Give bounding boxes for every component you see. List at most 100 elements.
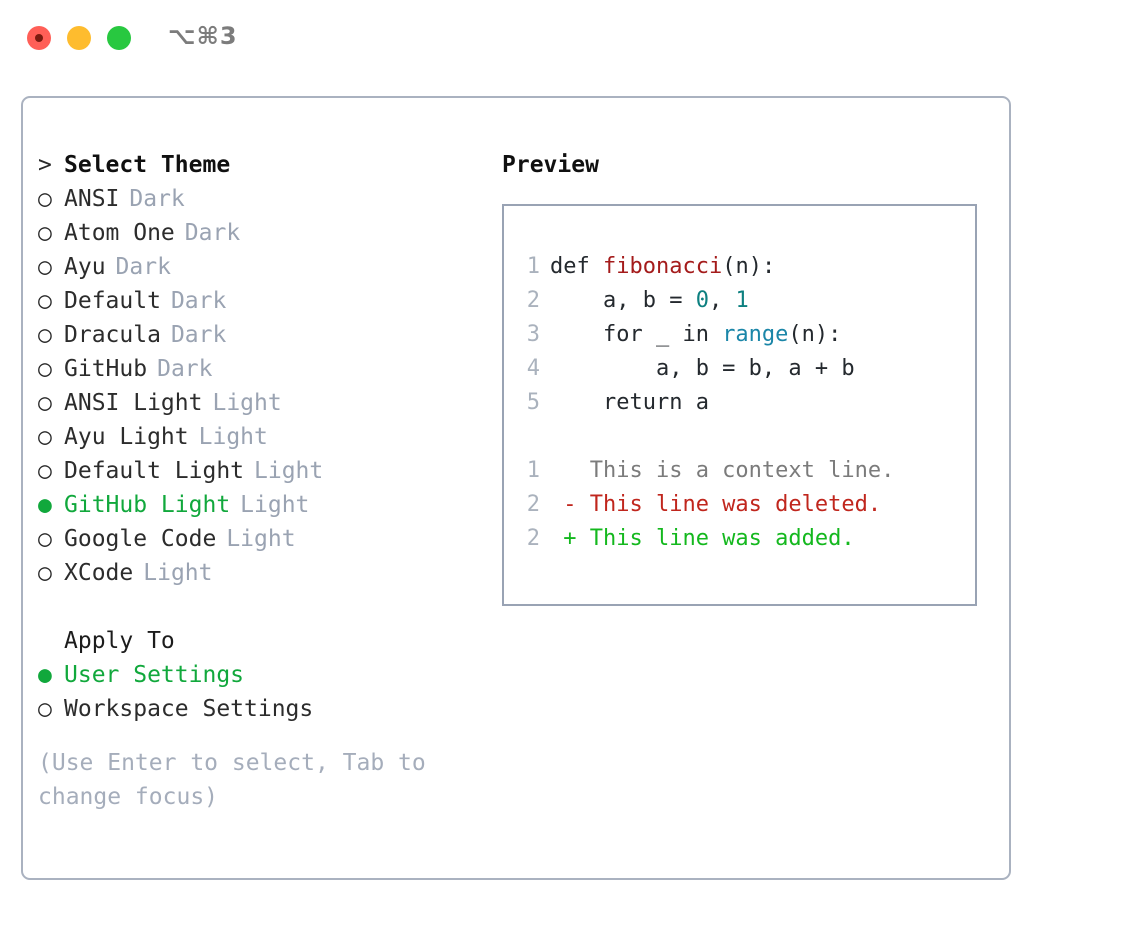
code-token-kw: return a (550, 390, 709, 415)
code-token-plain: (n): (722, 254, 776, 279)
theme-name-label: Atom One (64, 220, 175, 246)
list-spacer (38, 590, 498, 624)
theme-variant-badge: Light (254, 458, 324, 484)
code-line: 4 a, b = b, a + b (520, 352, 975, 386)
zoom-button-icon[interactable] (107, 26, 131, 50)
radio-selected-icon: ● (38, 492, 52, 518)
code-line: 3 for _ in range(n): (520, 318, 975, 352)
diff-line-text: + This line was added. (550, 526, 855, 551)
minimize-button-icon[interactable] (67, 26, 91, 50)
diff-line-text: - This line was deleted. (550, 492, 882, 517)
select-theme-label: Select Theme (64, 152, 231, 178)
code-token-num: 1 (735, 288, 749, 313)
radio-unselected-icon: ○ (38, 696, 52, 722)
keyboard-shortcut-label: ⌥⌘3 (168, 22, 238, 50)
radio-unselected-icon: ○ (38, 288, 52, 314)
line-number: 1 (526, 458, 540, 483)
line-number: 5 (526, 390, 540, 415)
diff-line-del: 2 - This line was deleted. (520, 488, 975, 522)
theme-variant-badge: Light (198, 424, 268, 450)
radio-unselected-icon: ○ (38, 254, 52, 280)
theme-variant-badge: Dark (115, 254, 171, 280)
theme-variant-badge: Dark (170, 288, 227, 314)
diff-line-add: 2 + This line was added. (520, 522, 975, 556)
code-token-plain: a, b = b, a + b (550, 356, 855, 381)
code-token-num: 0 (695, 288, 709, 313)
theme-variant-badge: Dark (157, 356, 213, 382)
radio-unselected-icon: ○ (38, 356, 52, 382)
theme-list-item[interactable]: ○ GitHub Dark (38, 352, 498, 386)
theme-name-label: Default (64, 288, 161, 314)
theme-variant-badge: Light (226, 526, 296, 552)
code-token-plain: (n): (788, 322, 842, 347)
theme-list-item[interactable]: ○ ANSI Dark (38, 182, 498, 216)
apply-to-list: ● User Settings ○ Workspace Settings (38, 658, 498, 726)
apply-to-label-text: Workspace Settings (64, 696, 314, 722)
apply-to-item[interactable]: ○ Workspace Settings (38, 692, 498, 726)
code-token-call: range (722, 322, 789, 347)
theme-list-item[interactable]: ○ Default Light Light (38, 454, 498, 488)
theme-name-label: ANSI Light (64, 390, 203, 416)
line-number: 1 (526, 254, 540, 279)
radio-unselected-icon: ○ (38, 424, 52, 450)
prompt-caret-icon: > (38, 152, 52, 178)
theme-name-label: GitHub (64, 356, 148, 382)
radio-unselected-icon: ○ (38, 560, 52, 586)
theme-variant-badge: Dark (170, 322, 227, 348)
code-token-plain: a, b = (550, 288, 696, 313)
preview-title: Preview (502, 152, 599, 178)
theme-list-item[interactable]: ○ Default Dark (38, 284, 498, 318)
radio-unselected-icon: ○ (38, 458, 52, 484)
apply-to-item[interactable]: ● User Settings (38, 658, 498, 692)
apply-to-label-text: User Settings (64, 662, 245, 688)
theme-name-label: Default Light (64, 458, 245, 484)
apply-to-header: Apply To (38, 624, 498, 658)
code-token-kw: for _ in (550, 322, 723, 347)
radio-unselected-icon: ○ (38, 526, 52, 552)
close-button-icon[interactable] (27, 26, 51, 50)
theme-list-item[interactable]: ○ Dracula Dark (38, 318, 498, 352)
title-bar: ⌥⌘3 (0, 0, 1140, 78)
radio-unselected-icon: ○ (38, 390, 52, 416)
theme-variant-badge: Light (143, 560, 213, 586)
theme-list-item[interactable]: ○ Google Code Light (38, 522, 498, 556)
line-number: 4 (526, 356, 540, 381)
code-token-kw: def (550, 254, 603, 279)
theme-variant-badge: Light (212, 390, 282, 416)
code-token-fn: fibonacci (602, 254, 723, 279)
theme-name-label: Ayu Light (64, 424, 189, 450)
line-number: 2 (526, 492, 540, 517)
theme-list-item[interactable]: ○ Ayu Light Light (38, 420, 498, 454)
radio-unselected-icon: ○ (38, 220, 52, 246)
radio-selected-icon: ● (38, 662, 52, 688)
radio-unselected-icon: ○ (38, 186, 52, 212)
line-number: 3 (526, 322, 540, 347)
theme-list-item[interactable]: ○ ANSI Light Light (38, 386, 498, 420)
theme-list-item[interactable]: ○ Ayu Dark (38, 250, 498, 284)
select-theme-header: > Select Theme (38, 148, 498, 182)
code-line: 5 return a (520, 386, 975, 420)
line-number: 2 (526, 288, 540, 313)
traffic-lights (27, 26, 131, 50)
apply-to-label: Apply To (64, 628, 175, 654)
diff-sample: 1 This is a context line. 2 - This line w… (520, 454, 975, 556)
theme-name-label: Ayu (64, 254, 106, 280)
theme-name-label: Dracula (64, 322, 161, 348)
theme-name-label: Google Code (64, 526, 217, 552)
theme-name-label: GitHub Light (64, 492, 231, 518)
keyboard-hint-text: (Use Enter to select, Tab to change focu… (38, 750, 426, 810)
code-line: 2 a, b = 0, 1 (520, 284, 975, 318)
theme-variant-badge: Dark (129, 186, 185, 212)
diff-line-text: This is a context line. (550, 458, 895, 483)
theme-name-label: ANSI (64, 186, 120, 212)
radio-unselected-icon: ○ (38, 322, 52, 348)
